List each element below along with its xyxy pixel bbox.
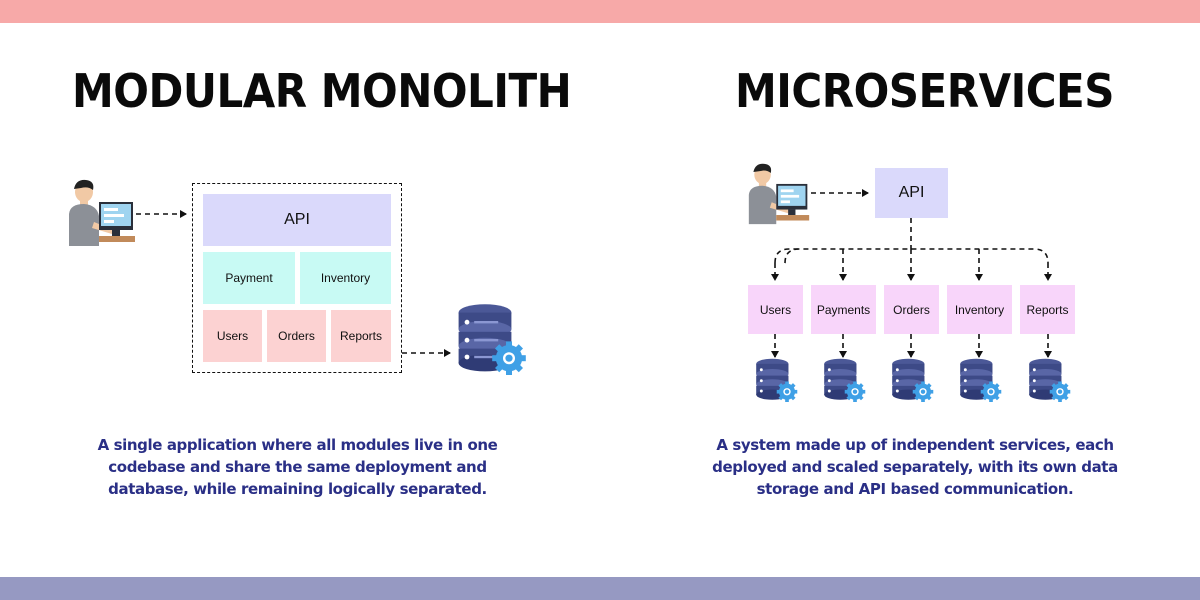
monolith-api-box: API xyxy=(203,194,391,246)
database-gear-icon xyxy=(960,358,1002,402)
database-gear-icon xyxy=(1029,358,1071,402)
monolith-boundary xyxy=(192,183,402,373)
user-at-computer-icon xyxy=(69,179,135,246)
service-orders: Orders xyxy=(884,285,939,334)
arrow-tree-bar xyxy=(784,248,1049,264)
database-gear-icon xyxy=(824,358,866,402)
service-inventory: Inventory xyxy=(947,285,1012,334)
monolith-module-reports: Reports xyxy=(331,310,391,362)
monolith-module-orders: Orders xyxy=(267,310,326,362)
user-at-computer-icon xyxy=(748,163,810,225)
top-color-band xyxy=(0,0,1200,23)
bottom-color-band xyxy=(0,577,1200,600)
service-payments: Payments xyxy=(811,285,876,334)
monolith-module-inventory: Inventory xyxy=(300,252,391,304)
microservices-description: A system made up of independent services… xyxy=(712,436,1118,498)
monolith-module-users: Users xyxy=(203,310,262,362)
database-gear-icon xyxy=(458,304,526,375)
database-gear-icon xyxy=(756,358,798,402)
microservices-api-box: API xyxy=(875,168,948,218)
microservices-title: MICROSERVICES xyxy=(735,64,1114,118)
database-gear-icon xyxy=(892,358,934,402)
monolith-title: MODULAR MONOLITH xyxy=(72,64,572,118)
monolith-module-payment: Payment xyxy=(203,252,295,304)
service-reports: Reports xyxy=(1020,285,1075,334)
service-users: Users xyxy=(748,285,803,334)
monolith-description: A single application where all modules l… xyxy=(97,436,498,498)
